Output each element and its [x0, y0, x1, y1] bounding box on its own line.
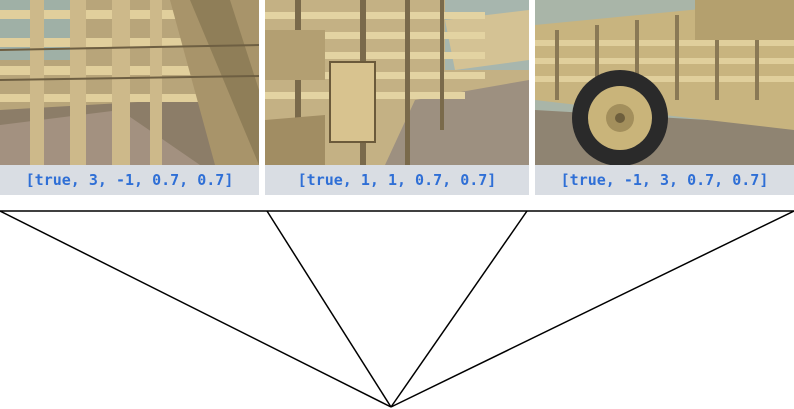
frustum-ray-4 [390, 210, 794, 408]
frustum-ray-1 [0, 210, 392, 408]
vehicle-render-3 [535, 0, 794, 165]
caption-bar: [true, -1, 3, 0.7, 0.7] [535, 165, 794, 195]
camera-params-label: [true, 1, 1, 0.7, 0.7] [297, 171, 497, 189]
frustum-ray-3 [390, 210, 528, 408]
frustum-ray-2 [266, 210, 392, 408]
camera-fan-diagram [0, 210, 794, 408]
caption-bar: [true, 3, -1, 0.7, 0.7] [0, 165, 259, 195]
camera-view-3: [true, -1, 3, 0.7, 0.7] [535, 0, 794, 195]
camera-params-label: [true, -1, 3, 0.7, 0.7] [560, 171, 769, 189]
camera-view-2: [true, 1, 1, 0.7, 0.7] [265, 0, 529, 195]
vehicle-render-1 [0, 0, 259, 165]
caption-bar: [true, 1, 1, 0.7, 0.7] [265, 165, 529, 195]
vehicle-render-2 [265, 0, 529, 165]
camera-view-1: [true, 3, -1, 0.7, 0.7] [0, 0, 259, 195]
camera-params-label: [true, 3, -1, 0.7, 0.7] [25, 171, 234, 189]
